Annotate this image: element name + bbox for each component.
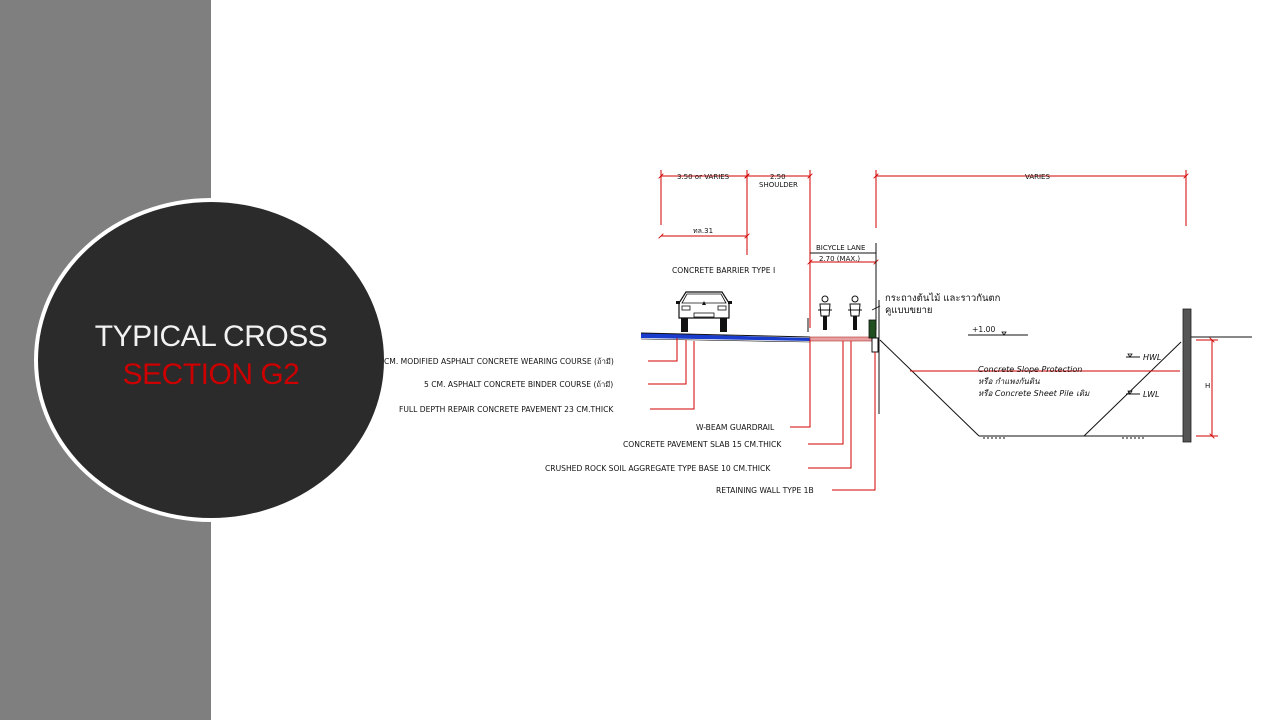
slide-title: TYPICAL CROSS SECTION G2 xyxy=(40,318,382,394)
dimension-road: ทล.31 xyxy=(661,227,747,236)
svg-text:หรือ กำแพงกันดิน: หรือ กำแพงกันดิน xyxy=(978,377,1040,386)
road-name-label: ทล.31 xyxy=(693,227,713,235)
title-line-2: SECTION G2 xyxy=(122,358,300,391)
slope-protection-label: Concrete Slope Protection หรือ กำแพงกันด… xyxy=(910,365,1180,398)
svg-text:FULL DEPTH REPAIR CONCRETE PAV: FULL DEPTH REPAIR CONCRETE PAVEMENT 23 C… xyxy=(399,405,614,414)
svg-text:CM. MODIFIED ASPHALT CONCRETE: CM. MODIFIED ASPHALT CONCRETE WEARING CO… xyxy=(384,357,614,366)
svg-text:W-BEAM GUARDRAIL: W-BEAM GUARDRAIL xyxy=(696,423,775,432)
canal-profile xyxy=(879,308,1252,443)
dimension-lane: 3.50 or VARIES xyxy=(661,170,747,255)
level-label: +1.00 xyxy=(972,325,995,334)
hwl-label: HWL xyxy=(1143,353,1161,362)
bicycle-lane-surface xyxy=(809,336,873,342)
callout-wearing-course: CM. MODIFIED ASPHALT CONCRETE WEARING CO… xyxy=(384,338,678,366)
callout-retaining-wall: RETAINING WALL TYPE 1B xyxy=(716,352,876,495)
varies-label: VARIES xyxy=(1025,173,1050,181)
callout-full-depth: FULL DEPTH REPAIR CONCRETE PAVEMENT 23 C… xyxy=(399,341,695,414)
height-dimension: H xyxy=(1196,340,1218,436)
lane-width-label: 3.50 or VARIES xyxy=(677,173,730,181)
callout-base: CRUSHED ROCK SOIL AGGREGATE TYPE BASE 10… xyxy=(545,341,852,473)
car-icon xyxy=(676,291,732,332)
title-line-1: TYPICAL CROSS xyxy=(94,320,328,353)
dimension-varies: VARIES xyxy=(876,170,1186,228)
svg-text:CONCRETE PAVEMENT SLAB 15 CM.T: CONCRETE PAVEMENT SLAB 15 CM.THICK xyxy=(623,440,782,449)
svg-text:RETAINING WALL TYPE 1B: RETAINING WALL TYPE 1B xyxy=(716,486,814,495)
dimension-shoulder: 2.50 SHOULDER xyxy=(747,170,810,328)
planter-label-2: คูแบบขยาย xyxy=(885,305,933,316)
planter-label-1: กระถางต้นไม้ และราวกันตก xyxy=(885,292,1001,304)
barrier-label: CONCRETE BARRIER TYPE I xyxy=(672,266,775,275)
svg-text:5 CM. ASPHALT CONCRETE BINDER: 5 CM. ASPHALT CONCRETE BINDER COURSE (ถ้… xyxy=(424,380,613,389)
shoulder-width-label: 2.50 xyxy=(770,173,786,181)
height-label: H xyxy=(1205,382,1210,390)
lwl-label: LWL xyxy=(1143,390,1160,399)
callout-slab: CONCRETE PAVEMENT SLAB 15 CM.THICK xyxy=(623,341,844,449)
dimension-bicycle-lane: BICYCLE LANE 2.70 (MAX.) xyxy=(810,243,876,330)
svg-text:CRUSHED ROCK SOIL AGGREGATE TY: CRUSHED ROCK SOIL AGGREGATE TYPE BASE 10… xyxy=(545,464,771,473)
cyclist-icon xyxy=(818,295,862,330)
shoulder-label: SHOULDER xyxy=(759,181,798,189)
road-surface xyxy=(640,332,811,343)
bicycle-lane-label: BICYCLE LANE xyxy=(816,244,865,252)
svg-text:หรือ Concrete Sheet Pile เดิม: หรือ Concrete Sheet Pile เดิม xyxy=(978,389,1090,398)
svg-text:Concrete Slope Protection: Concrete Slope Protection xyxy=(978,365,1082,374)
bicycle-lane-width-label: 2.70 (MAX.) xyxy=(819,255,860,263)
water-levels: HWL LWL xyxy=(1126,353,1161,399)
callout-binder-course: 5 CM. ASPHALT CONCRETE BINDER COURSE (ถ้… xyxy=(424,340,687,389)
level-mark: +1.00 xyxy=(968,325,1028,336)
callout-guardrail: W-BEAM GUARDRAIL xyxy=(696,340,811,432)
title-disc xyxy=(40,204,382,516)
